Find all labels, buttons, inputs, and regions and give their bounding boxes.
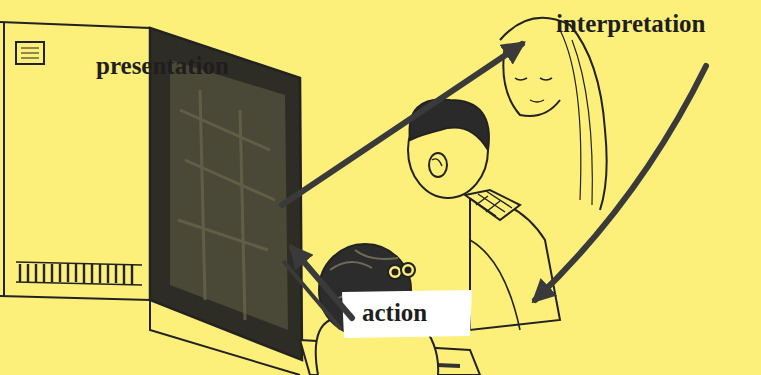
girl-front <box>316 244 438 375</box>
action-line <box>284 262 340 328</box>
label-patch <box>342 290 472 338</box>
stage-label: presentation <box>96 53 229 78</box>
stage-label: action <box>362 300 427 325</box>
cycle-arrows <box>282 44 706 328</box>
interpretation-arrow <box>535 66 706 300</box>
stage-label: interpretation <box>556 11 706 36</box>
computer-monitor <box>0 22 302 375</box>
presentation-arrow <box>282 44 522 205</box>
